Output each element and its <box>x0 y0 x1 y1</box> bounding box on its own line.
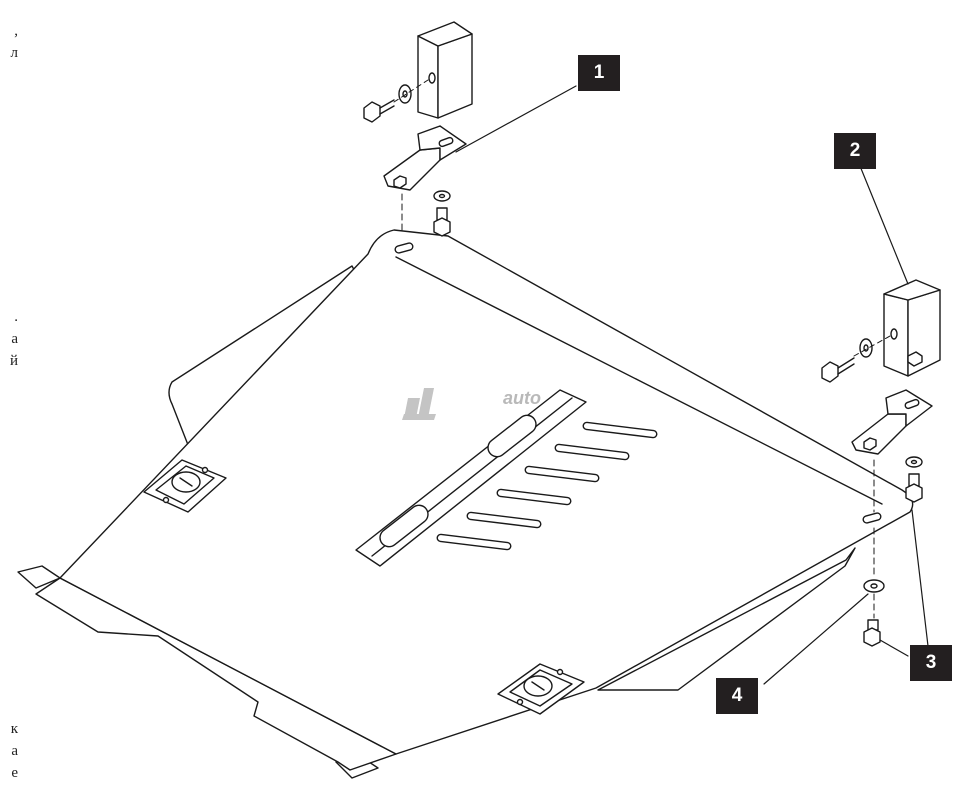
edge-text-middle: . а й <box>2 306 18 372</box>
callout-4-label: 4 <box>716 678 758 714</box>
callout-3-label: 3 <box>910 645 952 681</box>
rear-slot-right <box>862 512 882 524</box>
edge-char: к <box>10 721 18 737</box>
callout-2-label: 2 <box>834 133 876 169</box>
ventilation-louvers <box>436 421 658 551</box>
watermark-text: auto <box>503 388 541 408</box>
skid-plate <box>17 229 914 779</box>
edge-char: , <box>14 23 18 39</box>
edge-char: а <box>11 331 18 347</box>
edge-char: л <box>10 45 19 61</box>
lower-fasteners <box>863 527 885 647</box>
rear-bracket-assembly <box>821 279 941 513</box>
edge-char: а <box>11 743 18 759</box>
edge-text-top: , л <box>2 20 19 64</box>
leader-lines <box>455 85 929 685</box>
front-bracket-assembly <box>363 21 473 237</box>
callout-1-label: 1 <box>578 55 620 91</box>
edge-char: е <box>11 765 18 781</box>
rear-slot-left <box>394 242 414 254</box>
latch-right <box>497 663 585 715</box>
watermark-logo <box>402 388 436 420</box>
right-side-flange <box>597 547 856 691</box>
edge-text-bottom: к а е <box>2 718 18 784</box>
edge-char: й <box>9 353 18 369</box>
edge-char: . <box>14 309 18 325</box>
latch-left <box>143 459 227 513</box>
